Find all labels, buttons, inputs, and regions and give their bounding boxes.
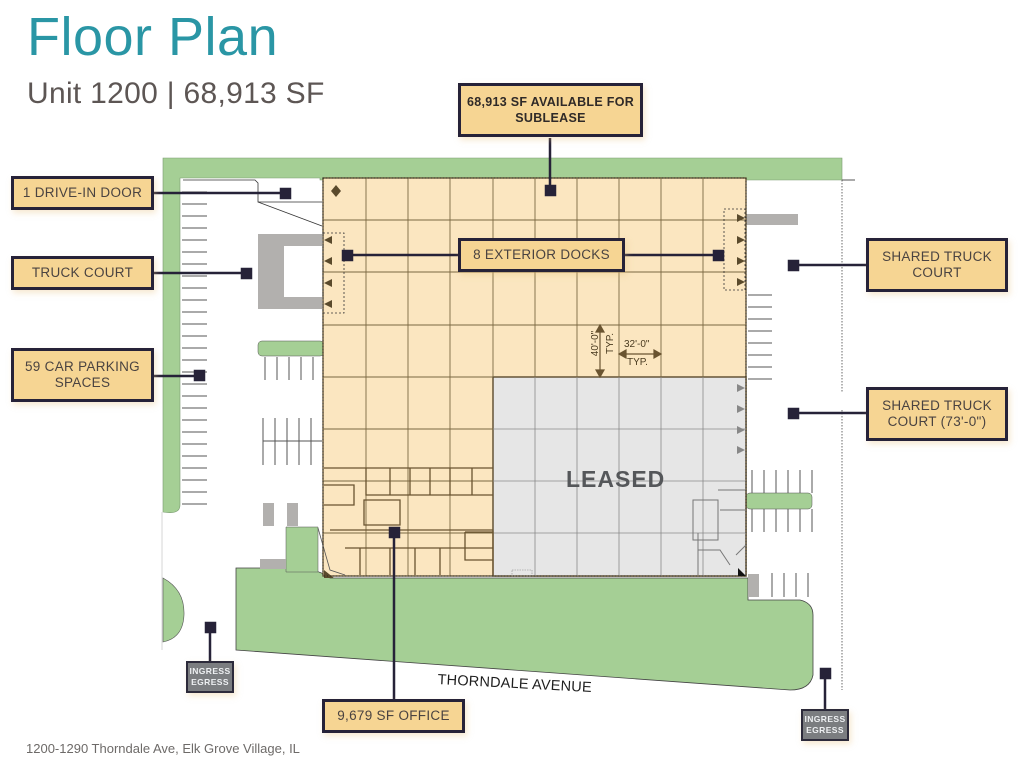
callout-ingress-egress-right: INGRESS EGRESS — [801, 709, 849, 741]
drive-in-ramp — [183, 179, 323, 227]
truck-court-apron — [258, 234, 322, 309]
right-dock-doors — [723, 208, 746, 454]
dimension-horizontal: 32'-0" — [624, 339, 650, 350]
callout-shared-truck-court: SHARED TRUCK COURT — [866, 238, 1008, 292]
parking-stripes-right — [748, 179, 855, 597]
left-dock-doors — [322, 232, 345, 314]
callout-ingress-egress-left: INGRESS EGRESS — [186, 661, 234, 693]
dimension-horizontal-typ: TYP. — [627, 357, 648, 368]
callout-truck-court: TRUCK COURT — [11, 256, 154, 290]
column-grid — [323, 178, 746, 576]
callout-office: 9,679 SF OFFICE — [322, 699, 465, 733]
dimension-vertical: 40'-0" — [590, 330, 602, 357]
callout-shared-truck-court-73: SHARED TRUCK COURT (73'-0") — [866, 387, 1008, 441]
office-buildout — [324, 467, 494, 575]
landscape-areas — [162, 157, 843, 691]
callout-drive-in-door: 1 DRIVE-IN DOOR — [11, 176, 154, 210]
page-title: Floor Plan — [27, 7, 279, 67]
parking-stripes-left — [182, 191, 322, 505]
callout-exterior-docks: 8 EXTERIOR DOCKS — [458, 238, 625, 272]
callout-available-sublease: 68,913 SF AVAILABLE FOR SUBLEASE — [458, 83, 643, 137]
dimension-markers — [594, 323, 663, 379]
leased-office-outline — [692, 489, 747, 575]
callout-leaders — [153, 138, 867, 710]
callout-parking-spaces: 59 CAR PARKING SPACES — [11, 348, 154, 402]
leased-label: LEASED — [566, 466, 666, 492]
address-footer: 1200-1290 Thorndale Ave, Elk Grove Villa… — [26, 741, 300, 756]
unit-subtitle: Unit 1200 | 68,913 SF — [27, 77, 325, 110]
leased-grid — [493, 377, 746, 576]
dimension-vertical-typ: TYP. — [604, 333, 616, 354]
